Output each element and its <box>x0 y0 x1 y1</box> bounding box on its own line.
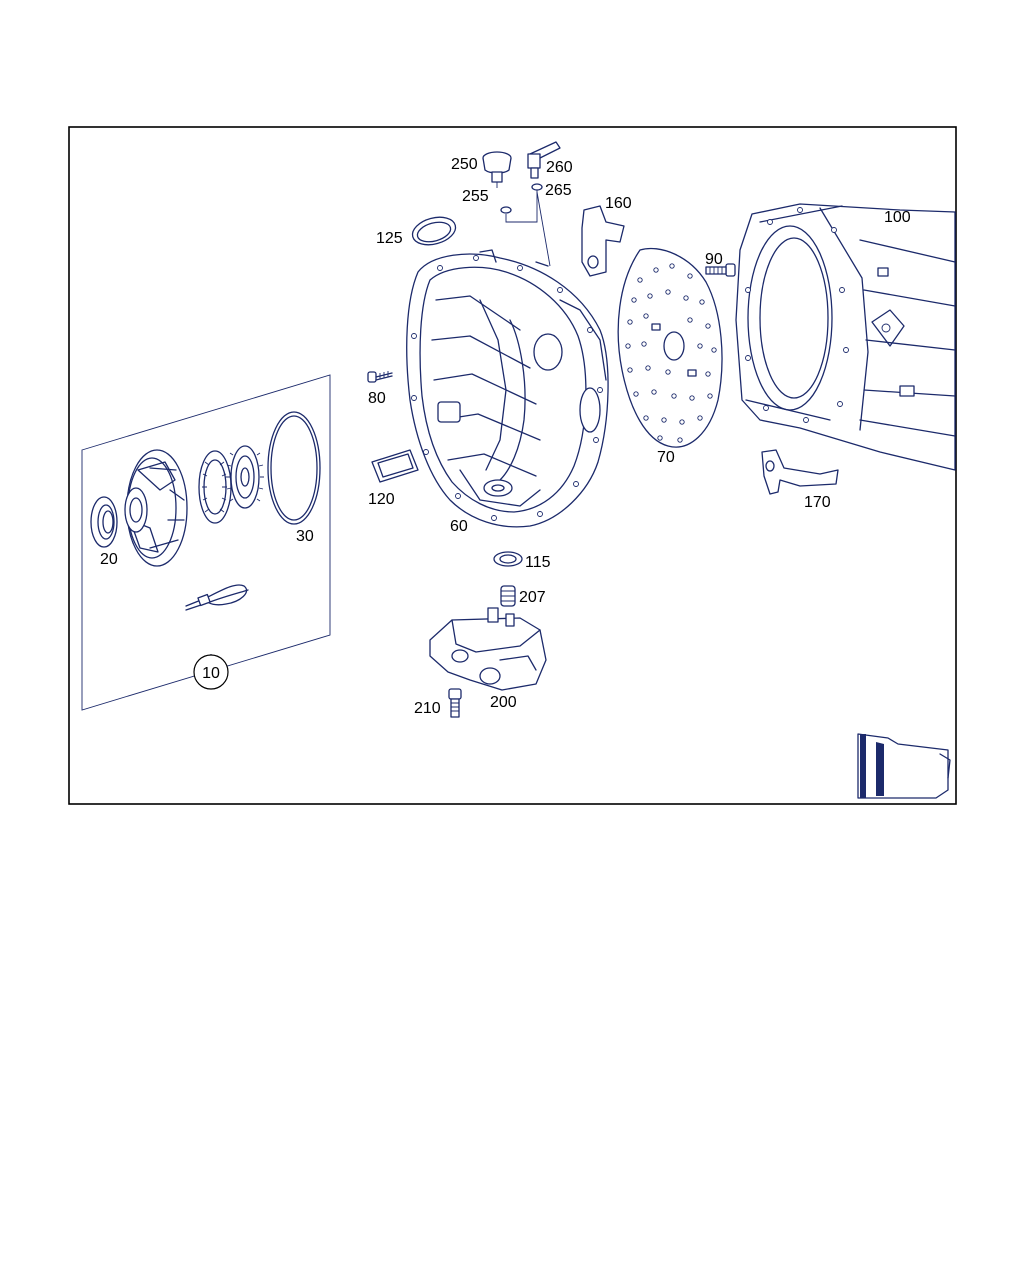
callout-265: 265 <box>545 182 572 199</box>
callout-60: 60 <box>450 518 468 535</box>
callout-10-circle <box>193 654 229 690</box>
connector-260-drawing <box>527 141 561 179</box>
o-ring-30-drawing <box>267 411 321 525</box>
callout-170: 170 <box>804 494 831 511</box>
intermediate-plate-70-drawing <box>617 247 723 448</box>
callout-120: 120 <box>368 491 395 508</box>
pinion-gear-drawing <box>226 445 264 509</box>
gasket-120-drawing <box>371 449 419 483</box>
cap-250-drawing <box>482 151 512 188</box>
callout-80: 80 <box>368 390 386 407</box>
callout-100: 100 <box>884 209 911 226</box>
callout-70: 70 <box>657 449 675 466</box>
callout-20: 20 <box>100 551 118 568</box>
bracket-160-drawing <box>581 205 625 277</box>
kit-10-panel <box>81 374 331 711</box>
transmission-case-drawing <box>735 203 956 471</box>
bolt-210-drawing <box>448 688 462 718</box>
callout-250: 250 <box>451 156 478 173</box>
cable-tie-drawing <box>185 584 249 611</box>
callout-115: 115 <box>525 554 551 571</box>
callout-255: 255 <box>462 188 489 205</box>
location-thumbnail <box>857 733 951 799</box>
bolt-80-drawing <box>367 371 393 383</box>
gear-ring-drawing <box>198 450 232 524</box>
callout-90: 90 <box>705 251 723 268</box>
valve-block-200-drawing <box>429 607 547 691</box>
cover-125-drawing <box>411 216 457 246</box>
pump-housing-drawing <box>124 449 188 567</box>
callout-200: 200 <box>490 694 517 711</box>
callout-210: 210 <box>414 700 441 717</box>
callout-10: 10 <box>202 665 220 682</box>
callout-160: 160 <box>605 195 632 212</box>
filter-207-drawing <box>500 585 516 607</box>
callout-207: 207 <box>519 589 546 606</box>
o-ring-255-drawing <box>500 206 512 214</box>
main-housing-60-drawing <box>406 249 609 528</box>
bolt-90-drawing <box>705 263 736 277</box>
callout-260: 260 <box>546 159 573 176</box>
seal-20-drawing <box>90 496 118 548</box>
callout-125: 125 <box>376 230 403 247</box>
callout-30: 30 <box>296 528 314 545</box>
bracket-170-drawing <box>761 449 839 495</box>
seal-115-drawing <box>493 551 523 567</box>
